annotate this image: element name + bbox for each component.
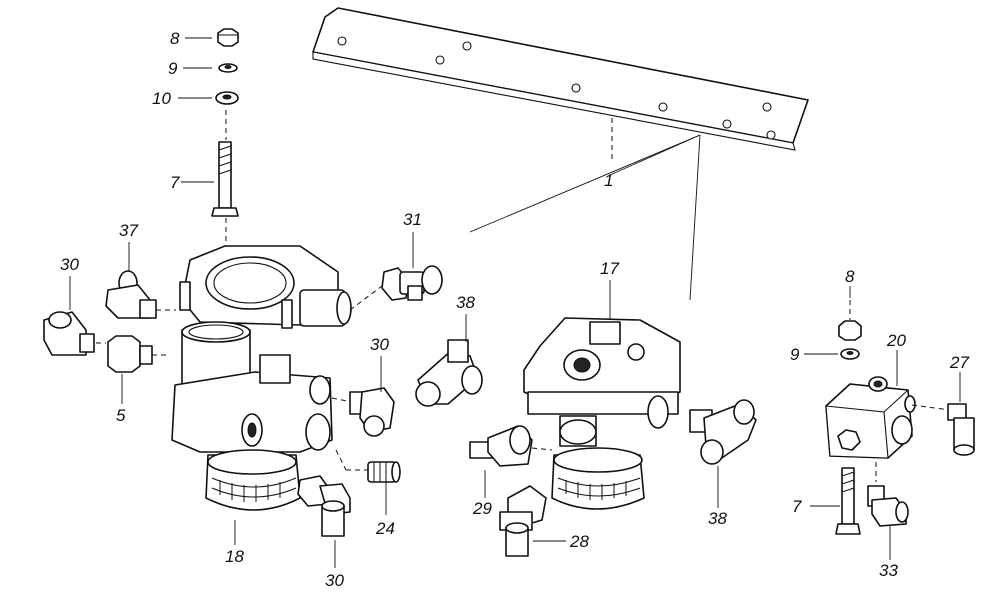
elbow-fitting-33 bbox=[867, 462, 909, 527]
callout-1: 1 bbox=[604, 171, 613, 190]
bolt-7 bbox=[211, 110, 239, 248]
elbow-fitting-30-bottom bbox=[297, 475, 351, 537]
valve-assembly-17 bbox=[523, 317, 681, 510]
callout-37: 37 bbox=[119, 221, 138, 240]
mounting-bracket-plate bbox=[312, 7, 809, 301]
valve-assembly-18 bbox=[171, 245, 352, 511]
callout-18: 18 bbox=[225, 547, 244, 566]
fitting-30-left bbox=[43, 311, 106, 356]
callout-33: 33 bbox=[879, 561, 898, 580]
fitting-37 bbox=[105, 270, 176, 319]
leader-lines bbox=[69, 37, 961, 568]
callout-29: 29 bbox=[472, 499, 492, 518]
bolt-7-right bbox=[835, 467, 861, 535]
callout-8: 8 bbox=[845, 267, 855, 286]
callout-7: 7 bbox=[792, 497, 802, 516]
callout-20: 20 bbox=[886, 331, 906, 350]
nut-8 bbox=[217, 28, 239, 47]
callout-10: 10 bbox=[152, 89, 171, 108]
callout-5: 5 bbox=[116, 406, 126, 425]
tee-fitting-38-middle bbox=[415, 339, 483, 407]
connector-24 bbox=[335, 449, 401, 483]
tee-fitting-38-right bbox=[689, 399, 757, 465]
callout-9: 9 bbox=[168, 59, 178, 78]
nut-8-right bbox=[838, 300, 862, 341]
washer-9-right bbox=[840, 348, 860, 360]
callout-30: 30 bbox=[60, 255, 79, 274]
fitting-30-middle bbox=[331, 387, 395, 437]
spring-washer-9 bbox=[218, 63, 238, 73]
callout-24: 24 bbox=[375, 519, 395, 538]
nut-5 bbox=[107, 335, 170, 373]
callout-28: 28 bbox=[569, 532, 589, 551]
flat-washer-10 bbox=[215, 91, 239, 105]
valve-block-20 bbox=[825, 376, 951, 459]
callout-30: 30 bbox=[370, 335, 389, 354]
callout-7: 7 bbox=[170, 173, 180, 192]
callout-27: 27 bbox=[949, 353, 969, 372]
elbow-fitting-29 bbox=[469, 425, 553, 467]
elbow-fitting-27 bbox=[947, 403, 975, 456]
callout-30: 30 bbox=[325, 571, 344, 590]
callout-38: 38 bbox=[456, 293, 475, 312]
callout-labels: 8 9 10 7 37 30 5 31 1 38 30 17 24 18 30 … bbox=[60, 29, 969, 590]
callout-38: 38 bbox=[708, 509, 727, 528]
callout-17: 17 bbox=[600, 259, 619, 278]
callout-8: 8 bbox=[170, 29, 180, 48]
elbow-fitting-28 bbox=[499, 485, 547, 557]
tee-fitting-31 bbox=[349, 265, 443, 311]
callout-31: 31 bbox=[403, 210, 422, 229]
callout-9: 9 bbox=[790, 345, 800, 364]
